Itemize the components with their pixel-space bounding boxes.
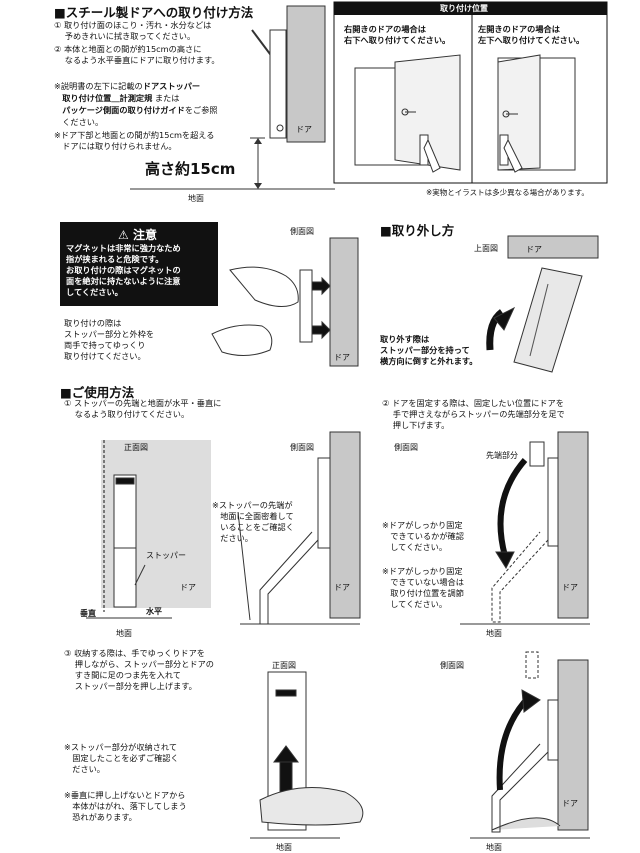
- usage-side-view-2: [460, 431, 590, 625]
- usage-ground-label-3: 地面: [276, 843, 292, 852]
- caution-hold-note: 取り付けの際は ストッパー部分と外枠を 両手で持ってゆっくり 取り付けてください…: [64, 318, 155, 361]
- position-heading: 取り付け位置: [440, 4, 488, 13]
- usage-door-label-3: ドア: [562, 583, 578, 592]
- right-open-text: 右開きのドアの場合は 右下へ取り付けてください。: [344, 24, 451, 45]
- horizontal-label: 水平: [146, 607, 162, 616]
- caution-door-label: ドア: [334, 353, 350, 362]
- install-ground-label: 地面: [188, 194, 204, 203]
- removal-illustration: [486, 235, 599, 373]
- warning-icon: ⚠: [118, 228, 133, 242]
- usage-heading: ■ご使用方法: [60, 385, 135, 400]
- usage-side-view-3: [470, 651, 590, 839]
- usage-step-3: ③ 収納する際は、手でゆっくりドアを 押しながら、ストッパー部分とドアの すき間…: [64, 648, 214, 691]
- side-view-label-3: 側面図: [440, 661, 464, 670]
- install-door-illustration: [130, 5, 335, 190]
- install-note-2: ※ドア下部と地面との間が約15cmを超える ドアには取り付けられません。: [54, 130, 215, 151]
- usage-ground-label-1: 地面: [116, 629, 132, 638]
- caution-illustration: [211, 237, 359, 367]
- usage-door-label-2: ドア: [334, 583, 350, 592]
- usage-ground-label-2: 地面: [486, 629, 502, 638]
- height-label: 高さ約15cm: [145, 160, 236, 178]
- tip-label: 先端部分: [486, 451, 518, 460]
- usage-door-label-1: ドア: [180, 583, 196, 592]
- vertical-label: 垂直: [80, 609, 96, 618]
- usage-front-view-3: [250, 671, 364, 839]
- push-note: ※垂直に押し上げないとドアから 本体がはがれ、落下してしまう 恐れがあります。: [64, 790, 187, 822]
- position-box: [333, 1, 608, 184]
- caution-box: [60, 222, 218, 306]
- removal-note: 取り外す際は ストッパー部分を持って 横方向に倒すと外れます。: [380, 334, 478, 366]
- install-step-2: ② 本体と地面との間が約15cmの高さに なるよう水平垂直にドアに取り付けます。: [54, 44, 220, 65]
- usage-front-view: [86, 440, 211, 619]
- install-heading: ■スチール製ドアへの取り付け方法: [54, 5, 254, 20]
- stored-note: ※ストッパー部分が収納されて 固定したことを必ずご確認く ださい。: [64, 742, 179, 774]
- caution-title: ⚠ 注意: [118, 228, 157, 242]
- front-view-label-3: 正面図: [272, 661, 296, 670]
- side-view-label-2: 側面図: [394, 443, 418, 452]
- install-note-1: ※説明書の左下に記載のドアストッパー 取り付け位置＿計測定規 または パッケージ…: [54, 81, 218, 127]
- stopper-label: ストッパー: [146, 551, 186, 560]
- install-step-1: ① 取り付け面のほこり・汚れ・水分などは 予めきれいに拭き取ってください。: [54, 20, 212, 41]
- usage-ground-label-4: 地面: [486, 843, 502, 852]
- usage-side-view-1: [237, 431, 361, 625]
- check-fixed-note: ※ドアがしっかり固定 できているかが確認 してください。: [382, 520, 464, 552]
- removal-top-view-label: 上面図: [474, 244, 498, 253]
- removal-door-label: ドア: [526, 245, 542, 254]
- caution-side-view-label: 側面図: [290, 227, 314, 236]
- install-door-label: ドア: [296, 125, 312, 134]
- disclaimer-text: ※実物とイラストは多少異なる場合があります。: [426, 188, 589, 197]
- usage-step-1: ① ストッパーの先端と地面が水平・垂直に なるよう取り付けてください。: [64, 398, 222, 419]
- side-view-label-1: 側面図: [290, 443, 314, 452]
- contact-note: ※ストッパーの先端が 地面に全面密着して いることをご確認く ださい。: [212, 500, 294, 543]
- front-view-label-1: 正面図: [124, 443, 148, 452]
- usage-step-2: ② ドアを固定する際は、固定したい位置にドアを 手で押さえながらストッパーの先端…: [382, 398, 565, 430]
- removal-heading: ■取り外し方: [380, 223, 455, 238]
- left-open-text: 左開きのドアの場合は 左下へ取り付けてください。: [478, 24, 585, 45]
- usage-door-label-4: ドア: [562, 799, 578, 808]
- adjust-note: ※ドアがしっかり固定 できていない場合は 取り付け位置を調節 してください。: [382, 566, 464, 609]
- caution-body: マグネットは非常に強力なため 指が挟まれると危険です。 お取り付けの際はマグネッ…: [66, 243, 181, 297]
